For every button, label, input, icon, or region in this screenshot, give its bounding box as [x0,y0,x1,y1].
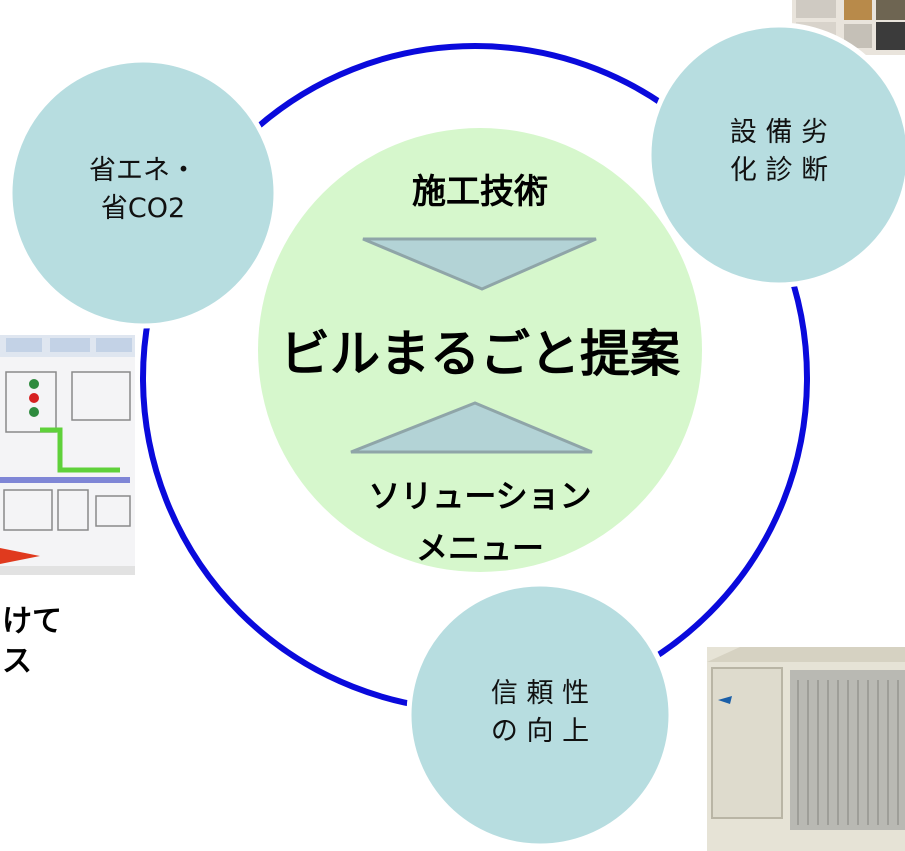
node-reliability-label: 信 頼 性 の 向 上 [450,675,630,751]
left-monitor-screenshot [0,335,135,575]
node-energy-circle [7,57,279,329]
left-caption-line1: けて [2,604,62,639]
node-diagnosis-line1: 設 備 劣 [729,117,829,148]
outdoor-unit-image [707,647,905,851]
node-diagnosis-line2: 化 診 断 [729,155,829,186]
node-diagnosis-circle [646,22,905,288]
node-reliability-line1: 信 頼 性 [490,678,590,709]
node-energy-label: 省エネ・ 省CO2 [53,152,233,228]
node-diagnosis-label: 設 備 劣 化 診 断 [689,114,869,190]
center-bottom-label: ソリューション メニュー [330,470,630,574]
center-main-label: ビルまるごと提案 [280,325,680,383]
left-caption-line2: ス [2,644,32,679]
node-energy-line2: 省CO2 [100,193,186,224]
down-arrow-triangle [362,237,597,291]
node-reliability-circle [406,581,674,849]
center-top-label: 施工技術 [412,172,548,212]
node-energy-line1: 省エネ・ [89,155,197,186]
center-bottom-line2: メニュー [415,529,544,567]
up-arrow-triangle [350,401,593,454]
left-caption: けて ス [2,602,122,682]
top-right-photo [792,0,905,55]
node-reliability-line2: の 向 上 [490,716,590,747]
center-bottom-line1: ソリューション [368,477,592,515]
